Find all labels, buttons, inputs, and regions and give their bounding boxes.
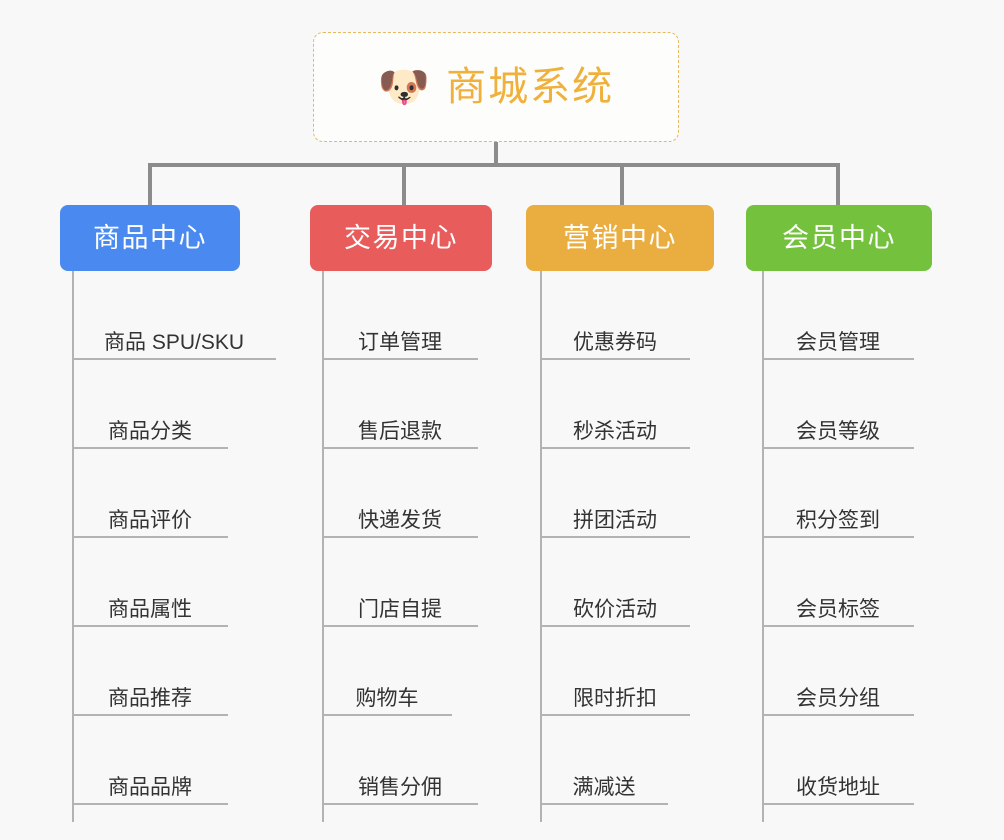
leaf-spine (540, 271, 542, 822)
leaf-item-label: 商品 SPU/SKU (103, 330, 245, 354)
leaf-item-label: 售后退款 (358, 419, 442, 443)
leaf-item-label: 限时折扣 (573, 686, 657, 710)
leaf-item-label: 快递发货 (358, 508, 442, 532)
leaf-item-label: 拼团活动 (573, 508, 657, 532)
leaf-item-label: 会员分组 (796, 686, 880, 710)
leaf-spine (322, 271, 324, 822)
root-node-title: 商城系统 (446, 65, 615, 109)
leaf-item[interactable]: 秒杀活动 (540, 360, 690, 449)
category-label: 交易中心 (344, 222, 458, 253)
leaf-item[interactable]: 商品评价 (72, 449, 228, 538)
leaf-item[interactable]: 限时折扣 (540, 627, 690, 716)
leaf-item[interactable]: 门店自提 (322, 538, 478, 627)
leaf-item[interactable]: 会员管理 (762, 271, 914, 360)
category-box-member-center[interactable]: 会员中心 (746, 205, 932, 271)
dog-face-icon: 🐶 (377, 63, 431, 110)
leaf-item[interactable]: 优惠券码 (540, 271, 690, 360)
leaf-item[interactable]: 购物车 (322, 627, 452, 716)
leaf-item-label: 会员管理 (796, 330, 880, 354)
leaf-item[interactable]: 砍价活动 (540, 538, 690, 627)
category-box-marketing-center[interactable]: 营销中心 (526, 205, 714, 271)
leaf-item-label: 砍价活动 (573, 597, 657, 621)
leaf-item[interactable]: 满减送 (540, 716, 668, 805)
leaf-item-label: 商品品牌 (108, 775, 192, 799)
leaf-item-label: 商品评价 (108, 508, 192, 532)
connector-drop-member-center (836, 163, 840, 205)
leaf-item[interactable]: 售后退款 (322, 360, 478, 449)
leaf-item-label: 积分签到 (796, 508, 880, 532)
leaf-item-label: 收货地址 (796, 775, 880, 799)
leaf-item[interactable]: 商品属性 (72, 538, 228, 627)
leaf-item[interactable]: 会员分组 (762, 627, 914, 716)
leaf-item-label: 商品分类 (108, 419, 192, 443)
leaf-item-label: 销售分佣 (358, 775, 442, 799)
leaf-item[interactable]: 销售分佣 (322, 716, 478, 805)
leaf-item[interactable]: 商品推荐 (72, 627, 228, 716)
leaf-item[interactable]: 会员标签 (762, 538, 914, 627)
category-box-trade-center[interactable]: 交易中心 (310, 205, 492, 271)
leaf-item[interactable]: 订单管理 (322, 271, 478, 360)
connector-root-stem (494, 142, 498, 166)
leaf-item[interactable]: 积分签到 (762, 449, 914, 538)
leaf-item-label: 秒杀活动 (573, 419, 657, 443)
category-label: 商品中心 (93, 222, 207, 253)
leaf-item[interactable]: 商品品牌 (72, 716, 228, 805)
leaf-item-label: 购物车 (355, 686, 419, 710)
leaf-item-label: 会员标签 (796, 597, 880, 621)
leaf-item-label: 商品属性 (108, 597, 192, 621)
leaf-item[interactable]: 拼团活动 (540, 449, 690, 538)
connector-drop-product-center (148, 163, 152, 205)
leaf-item-label: 商品推荐 (108, 686, 192, 710)
leaf-item[interactable]: 商品 SPU/SKU (72, 271, 276, 360)
category-label: 会员中心 (782, 222, 896, 253)
leaf-item-label: 订单管理 (358, 330, 442, 354)
leaf-item-label: 优惠券码 (573, 330, 657, 354)
leaf-item-label: 会员等级 (796, 419, 880, 443)
leaf-item-label: 满减送 (572, 775, 636, 799)
connector-horizontal-bar (148, 163, 838, 167)
root-node-mall-system[interactable]: 🐶 商城系统 (313, 32, 679, 142)
connector-drop-marketing-center (620, 163, 624, 205)
leaf-spine (762, 271, 764, 822)
leaf-item[interactable]: 会员等级 (762, 360, 914, 449)
category-box-product-center[interactable]: 商品中心 (60, 205, 240, 271)
connector-drop-trade-center (402, 163, 406, 205)
leaf-item[interactable]: 快递发货 (322, 449, 478, 538)
category-label: 营销中心 (563, 222, 677, 253)
leaf-item[interactable]: 商品分类 (72, 360, 228, 449)
leaf-spine (72, 271, 74, 822)
leaf-item[interactable]: 收货地址 (762, 716, 914, 805)
leaf-item-label: 门店自提 (358, 597, 442, 621)
